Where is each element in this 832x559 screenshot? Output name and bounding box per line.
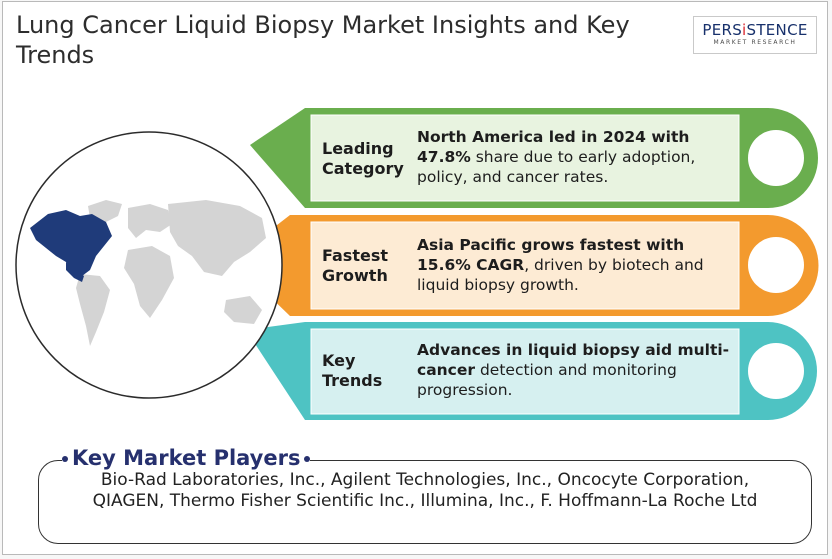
players-list: Bio-Rad Laboratories, Inc., Agilent Tech…: [92, 470, 758, 511]
central-america-shape: [66, 262, 84, 282]
africa-shape: [124, 246, 174, 318]
north-america-shape: [30, 210, 112, 276]
green-card-ring: [748, 130, 804, 186]
europe-shape: [128, 204, 172, 238]
teal-connector: [246, 322, 305, 420]
players-title-dot-right: [304, 456, 311, 462]
persistence-logo: PERSiSTENCE MARKET RESEARCH: [693, 16, 817, 54]
card-key-trends-desc: Advances in liquid biopsy aid multi-canc…: [417, 341, 730, 399]
logo-brand: PERSiSTENCE: [702, 21, 808, 39]
orange-card-panel: [310, 221, 740, 310]
south-america-shape: [76, 274, 110, 346]
orange-card-ring: [748, 237, 804, 293]
players-box: [38, 460, 812, 544]
logo-tagline: MARKET RESEARCH: [713, 39, 797, 46]
page-title: Lung Cancer Liquid Biopsy Market Insight…: [16, 11, 630, 69]
players-title-dot-left: [62, 456, 68, 462]
asia-shape: [168, 200, 266, 276]
australia-shape: [224, 296, 262, 324]
teal-card-ring: [748, 343, 804, 399]
green-card-panel: [310, 114, 740, 202]
world-map: [76, 200, 266, 346]
green-connector: [250, 108, 305, 208]
card-leading-category-desc: North America led in 2024 with 47.8% sha…: [417, 128, 696, 186]
teal-card-panel: [310, 328, 740, 415]
card-fastest-growth-desc: Asia Pacific grows fastest with 15.6% CA…: [417, 236, 704, 294]
players-title: Key Market Players: [62, 445, 311, 471]
